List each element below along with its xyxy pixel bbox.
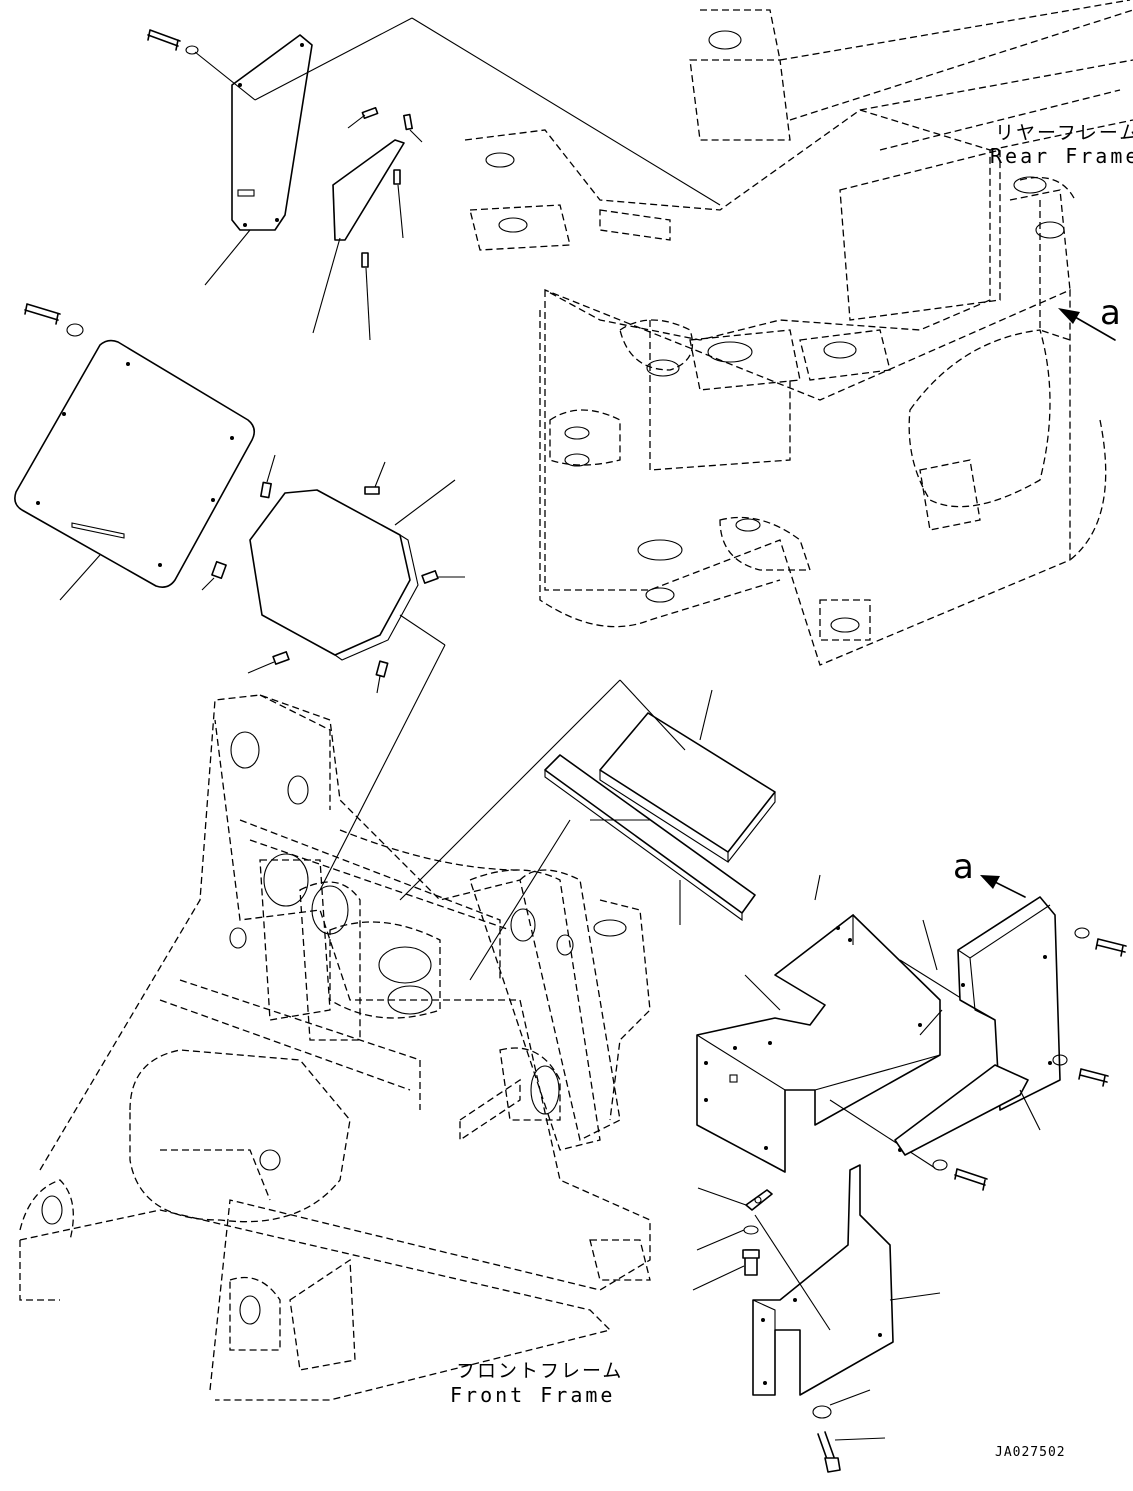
rubber-pad-small <box>312 106 423 341</box>
side-cover-plate <box>204 34 313 286</box>
rear-frame <box>464 0 1133 666</box>
front-frame <box>19 694 651 1401</box>
box-cover <box>894 896 1061 1156</box>
view-arrow-label-top: a <box>1100 293 1121 333</box>
front-frame-label-en: Front Frame <box>450 1383 616 1407</box>
rear-frame-label-jp: リヤーフレーム <box>995 122 1133 144</box>
rear-frame-label-en: Rear Frame <box>990 144 1133 168</box>
flat-pads <box>399 679 776 981</box>
view-arrow-label-bottom: a <box>953 847 974 887</box>
drawing-code: JA027502 <box>995 1445 1066 1460</box>
octagon-pad <box>201 454 465 891</box>
front-frame-label-jp: フロントフレーム <box>456 1360 624 1382</box>
view-arrows <box>980 308 1116 898</box>
bolt-washer-1 <box>147 17 721 206</box>
lower-bracket <box>752 1164 941 1396</box>
bolt-washer-2 <box>24 303 84 337</box>
hardware <box>692 927 1127 1473</box>
large-cover-plate <box>14 339 256 601</box>
